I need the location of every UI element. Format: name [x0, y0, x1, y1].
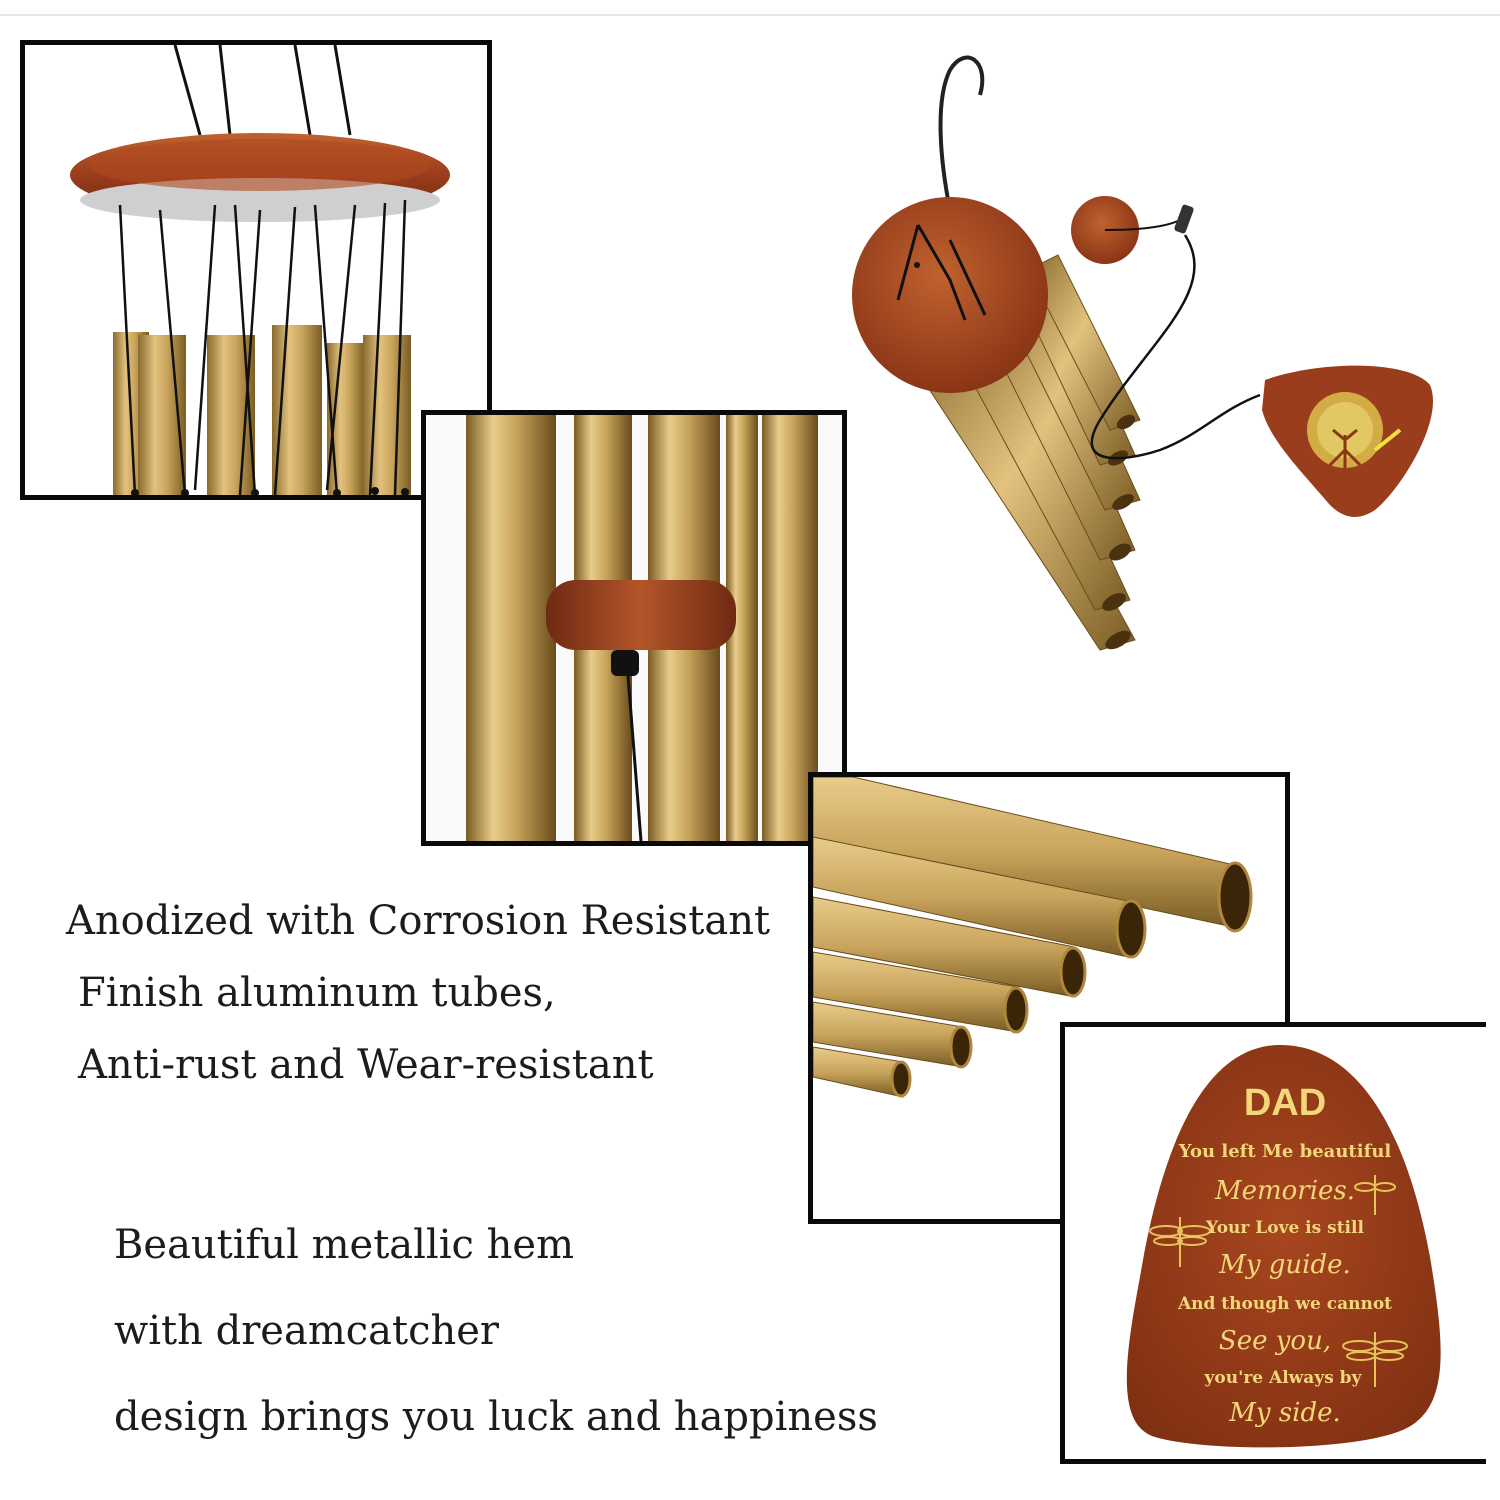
- caption-anodized-line-1: Anodized with Corrosion Resistant: [66, 898, 771, 944]
- plaque-line-4: My guide.: [1218, 1250, 1351, 1280]
- panel-tube-closeup: [421, 410, 847, 846]
- dragonfly-icon: [1342, 1332, 1408, 1387]
- caption-hem-line-3: design brings you luck and happiness: [114, 1394, 878, 1440]
- plaque-line-8: My side.: [1228, 1398, 1341, 1428]
- plaque-illustration: DAD You left Me beautiful Memories. Your…: [1126, 1045, 1441, 1448]
- plaque-line-5: And though we cannot: [1177, 1294, 1392, 1314]
- plaque-line-6: See you,: [1219, 1326, 1331, 1356]
- panel-plaque-closeup: DAD You left Me beautiful Memories. Your…: [1060, 1022, 1486, 1464]
- panel-wood-ring-closeup: [20, 40, 492, 500]
- panel-tube-ends-closeup: [808, 772, 1290, 1224]
- top-divider: [0, 14, 1500, 16]
- tube-closeup-illustration: [426, 415, 842, 841]
- plaque-line-3: Your Love is still: [1205, 1218, 1364, 1238]
- plaque-title: DAD: [1244, 1082, 1326, 1124]
- full-chime-illustration: [852, 55, 1433, 651]
- tube-ends-illustration: [813, 777, 1253, 1098]
- wood-ring-illustration: [70, 45, 450, 495]
- caption-anodized-line-2: Finish aluminum tubes,: [78, 970, 556, 1016]
- product-image-full-chime: [800, 40, 1460, 660]
- plaque-line-2: Memories.: [1214, 1176, 1355, 1206]
- caption-hem-line-1: Beautiful metallic hem: [114, 1222, 574, 1268]
- caption-anodized-line-3: Anti-rust and Wear-resistant: [78, 1042, 654, 1088]
- caption-hem-line-2: with dreamcatcher: [114, 1308, 500, 1354]
- dragonfly-icon: [1354, 1175, 1396, 1215]
- plaque-line-7: you're Always by: [1204, 1368, 1363, 1388]
- plaque-line-1: You left Me beautiful: [1178, 1141, 1392, 1162]
- dragonfly-icon: [1149, 1217, 1211, 1267]
- tree-of-life-icon: [1307, 392, 1402, 468]
